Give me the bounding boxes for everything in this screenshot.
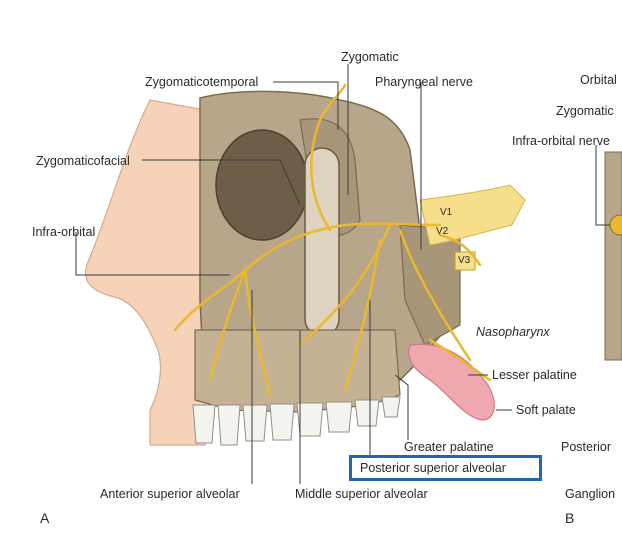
panel-b-label-ganglion: Ganglion <box>565 487 616 501</box>
panel-label-b: B <box>565 510 575 526</box>
panel-b-label-posterior: Posterior <box>561 440 612 454</box>
label-lesser-palatine: Lesser palatine <box>492 368 577 382</box>
nerves <box>173 83 492 397</box>
v3-box <box>454 251 476 271</box>
label-anterior-superior-alveolar: Anterior superior alveolar <box>100 487 240 501</box>
label-v3: V3 <box>458 255 471 266</box>
face-skin <box>85 99 206 446</box>
teeth <box>192 396 401 446</box>
label-pharyngeal-nerve: Pharyngeal nerve <box>375 75 473 89</box>
label-soft-palate: Soft palate <box>516 403 576 417</box>
label-v1: V1 <box>440 207 453 218</box>
panel-label-a: A <box>40 510 50 526</box>
label-nasopharynx: Nasopharynx <box>476 325 550 339</box>
bone-section <box>304 147 340 337</box>
label-zygomatic: Zygomatic <box>341 50 399 64</box>
label-zygomaticofacial: Zygomaticofacial <box>36 154 130 168</box>
label-infra-orbital: Infra-orbital <box>32 225 96 239</box>
highlight-box <box>349 455 542 481</box>
panel-b-label-zygomatic: Zygomatic <box>556 104 614 118</box>
panel-b-label-infra-orbital-nerve: Infra-orbital nerve <box>512 134 610 148</box>
orbit <box>215 129 309 241</box>
label-posterior-superior-alveolar: Posterior superior alveolar <box>360 461 506 475</box>
label-zygomaticotemporal: Zygomaticotemporal <box>145 75 259 89</box>
label-v2: V2 <box>436 226 449 237</box>
leader-lines <box>75 64 512 484</box>
panel-b-image <box>604 151 622 361</box>
label-middle-superior-alveolar: Middle superior alveolar <box>295 487 428 501</box>
label-greater-palatine: Greater palatine <box>404 440 494 454</box>
panel-b-label-orbital: Orbital <box>580 73 617 87</box>
soft-palate-shape <box>408 343 495 421</box>
panel-b-leader <box>595 145 610 226</box>
